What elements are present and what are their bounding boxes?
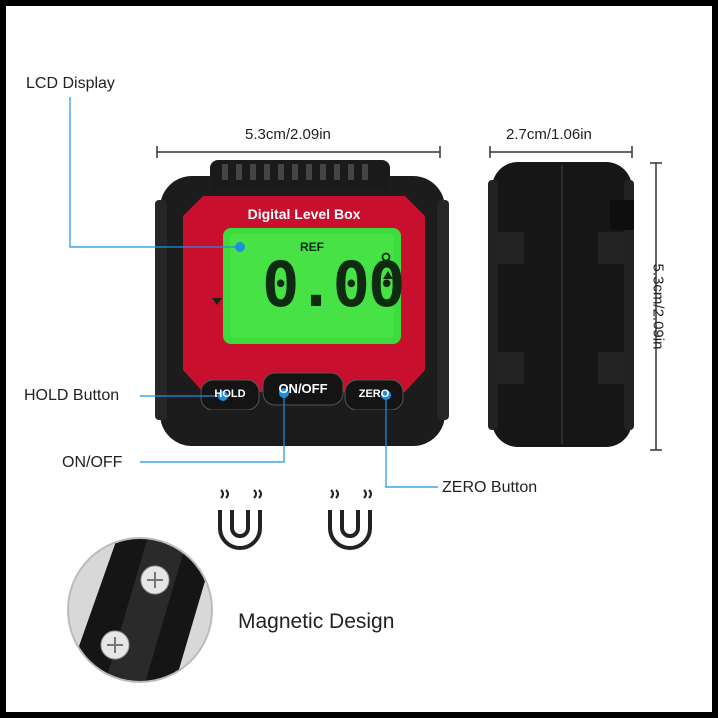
magnet-icon bbox=[328, 489, 372, 550]
screw-icon bbox=[140, 565, 170, 595]
device-title: Digital Level Box bbox=[247, 206, 361, 222]
zero-callout-label: ZERO Button bbox=[442, 479, 538, 496]
onoff-button[interactable]: ON/OFF bbox=[278, 381, 328, 396]
zero-button[interactable]: ZERO bbox=[358, 388, 390, 400]
screw-icon bbox=[100, 630, 130, 660]
height-dimension: 5.3cm/2.09in bbox=[649, 263, 667, 350]
callout-dots bbox=[218, 242, 391, 401]
magnet-icon bbox=[218, 489, 262, 550]
width-dimension: 5.3cm/2.09in bbox=[245, 126, 331, 143]
magnetic-design-label: Magnetic Design bbox=[238, 610, 395, 633]
depth-dimension: 2.7cm/1.06in bbox=[506, 126, 592, 143]
lcd-arrows bbox=[212, 271, 393, 305]
callout-lines bbox=[69, 97, 438, 488]
hold-callout-label: HOLD Button bbox=[24, 387, 120, 404]
onoff-callout-label: ON/OFF bbox=[62, 454, 123, 471]
hold-button[interactable]: HOLD bbox=[214, 388, 246, 400]
lcd-reading: 0.00 bbox=[262, 248, 405, 321]
magnetic-detail-closeup bbox=[68, 538, 212, 682]
lcd-ref-label: REF bbox=[300, 240, 324, 254]
lcd-callout-label: LCD Display bbox=[26, 75, 115, 92]
device-side bbox=[488, 162, 634, 447]
dimension-lines bbox=[156, 146, 662, 451]
